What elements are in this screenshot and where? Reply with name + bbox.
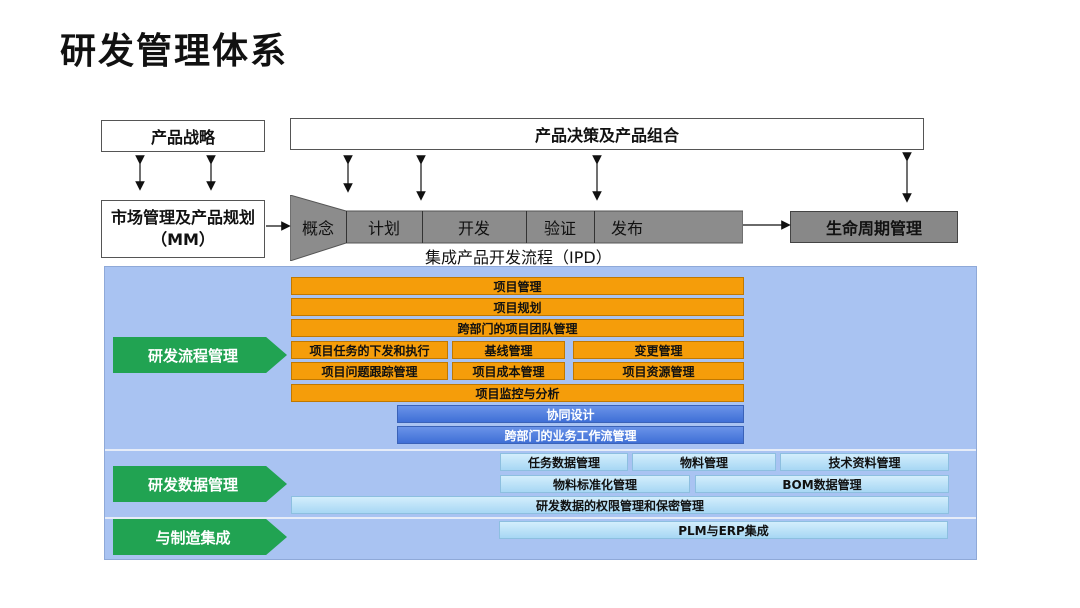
- stage-release: 发布: [610, 219, 643, 238]
- section-label-manufacturing: 与制造集成: [113, 519, 287, 555]
- stage-separator: [594, 211, 595, 243]
- item-material-standard: 物料标准化管理: [500, 475, 690, 493]
- item-team-management: 跨部门的项目团队管理: [291, 319, 744, 337]
- item-permission: 研发数据的权限管理和保密管理: [291, 496, 949, 514]
- market-management-box: 市场管理及产品规划 （MM）: [101, 200, 265, 258]
- item-collaborative-design: 协同设计: [397, 405, 744, 423]
- item-change: 变更管理: [573, 341, 744, 359]
- page-title: 研发管理体系: [60, 31, 289, 72]
- item-bom: BOM数据管理: [695, 475, 949, 493]
- item-project-management: 项目管理: [291, 277, 744, 295]
- stage-concept: 概念: [301, 219, 334, 238]
- item-task-execution: 项目任务的下发和执行: [291, 341, 448, 359]
- stage-plan: 计划: [367, 219, 400, 238]
- item-resource: 项目资源管理: [573, 362, 744, 380]
- item-issue-tracking: 项目问题跟踪管理: [291, 362, 448, 380]
- item-plm-erp: PLM与ERP集成: [499, 521, 948, 539]
- product-strategy-box: 产品战略: [101, 120, 265, 152]
- section-label-process: 研发流程管理: [113, 337, 287, 373]
- item-workflow: 跨部门的业务工作流管理: [397, 426, 744, 444]
- stage-separator: [346, 211, 347, 243]
- section-divider: [105, 449, 976, 451]
- item-tech-docs: 技术资料管理: [780, 453, 949, 471]
- stage-verify: 验证: [543, 219, 576, 238]
- stage-separator: [422, 211, 423, 243]
- lifecycle-box: 生命周期管理: [790, 211, 958, 243]
- stage-separator: [526, 211, 527, 243]
- item-task-data: 任务数据管理: [500, 453, 628, 471]
- ipd-label: 集成产品开发流程（IPD）: [425, 248, 612, 267]
- section-label-data: 研发数据管理: [113, 466, 287, 502]
- product-decision-box: 产品决策及产品组合: [290, 118, 924, 150]
- item-monitoring: 项目监控与分析: [291, 384, 744, 402]
- item-baseline: 基线管理: [452, 341, 565, 359]
- item-material: 物料管理: [632, 453, 776, 471]
- item-project-planning: 项目规划: [291, 298, 744, 316]
- section-divider: [105, 517, 976, 519]
- ipd-funnel: 概念 计划 开发 验证 发布: [290, 195, 743, 261]
- stage-develop: 开发: [457, 219, 490, 238]
- item-cost: 项目成本管理: [452, 362, 565, 380]
